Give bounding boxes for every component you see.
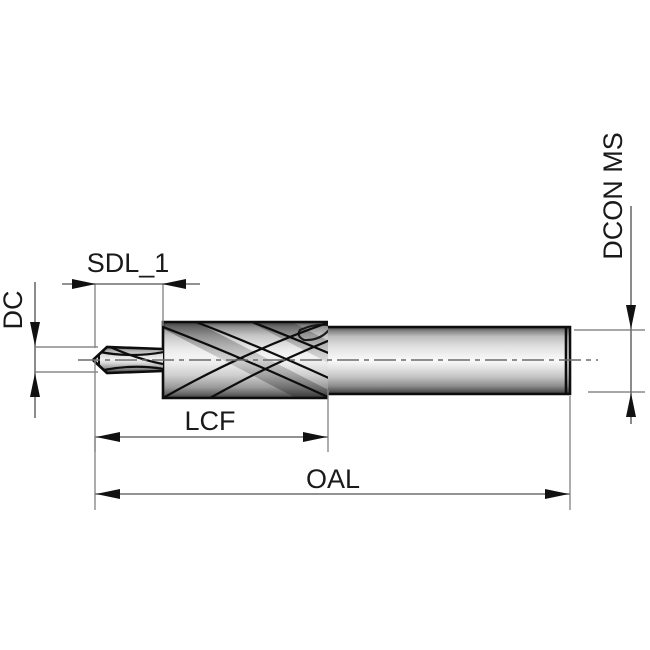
dimension-oal: OAL xyxy=(94,396,571,510)
dimension-label-dcon-ms: DCON MS xyxy=(598,132,628,260)
dimension-label-sdl1: SDL_1 xyxy=(87,248,170,278)
dimension-dc: DC xyxy=(0,282,98,418)
dimension-lcf: LCF xyxy=(94,360,329,452)
tool-geometry xyxy=(78,320,598,400)
dimension-dcon-ms: DCON MS xyxy=(574,132,645,424)
dimension-label-oal: OAL xyxy=(306,464,360,494)
dimension-sdl1: SDL_1 xyxy=(62,248,200,348)
dimension-label-lcf: LCF xyxy=(184,406,235,436)
dimension-label-dc: DC xyxy=(0,291,28,330)
